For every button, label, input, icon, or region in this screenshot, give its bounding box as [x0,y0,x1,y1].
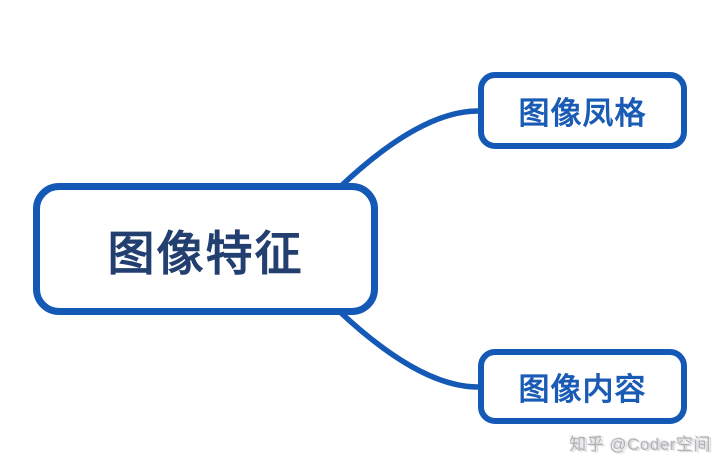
branch-content-label: 图像内容 [518,372,647,407]
branch-node-style[interactable]: 图像凤格 [478,72,687,149]
watermark: 知乎 @Coder空间 [569,435,711,454]
branch-node-content[interactable]: 图像内容 [478,349,687,424]
connector-root-to-top-branch [336,108,481,191]
root-topic-label: 图像特征 [107,226,304,280]
branch-style-label: 图像凤格 [518,96,647,131]
root-topic-node[interactable]: 图像特征 [33,183,378,315]
connector-root-to-bottom-branch [336,308,481,390]
